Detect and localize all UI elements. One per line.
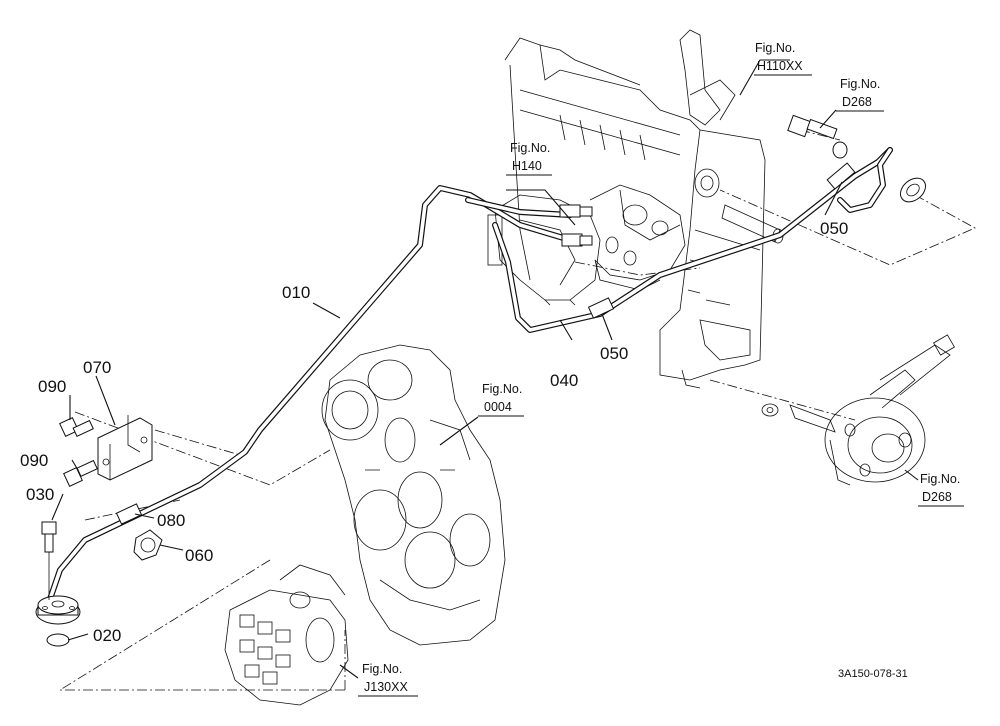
label-part-060: 060 [185,546,213,565]
sleeve-080 [115,503,143,525]
flange-part [35,595,81,625]
bolt-d268 [787,114,848,159]
label-part-030: 030 [26,485,54,504]
label-part-050-lower: 050 [600,344,628,363]
figref-h110xx: Fig.No. H110XX [754,41,812,76]
figref-j130xx-number: J130XX [364,680,408,694]
figref-h110xx-number: H110XX [757,59,803,73]
figref-d268-top-label: Fig.No. [840,77,880,91]
figref-h140-number: H140 [512,159,542,173]
label-part-090-lower: 090 [20,451,48,470]
valve-assembly-sketch [487,184,686,306]
figref-d268-bottom-number: D268 [922,490,952,504]
bolt-090-lower [63,459,98,487]
valve-fittings [559,204,593,247]
pump-assembly-sketch [224,564,349,706]
pipe-return [465,147,893,218]
label-leaders [51,59,919,679]
transmission-housing-sketch [321,344,506,646]
figref-h140-label: Fig.No. [510,141,550,155]
label-part-020: 020 [93,626,121,645]
label-part-090-upper: 090 [38,377,66,396]
figref-d268-top: Fig.No. D268 [836,77,884,112]
bolt-090-upper [59,417,94,437]
figref-j130xx-label: Fig.No. [362,662,402,676]
figref-d268-bottom-label: Fig.No. [920,472,960,486]
label-part-080: 080 [157,511,185,530]
figref-j130xx: Fig.No. J130XX [358,662,418,697]
pipe-010 [45,185,573,608]
label-part-040: 040 [550,371,578,390]
shaft-assembly-sketch [761,334,955,486]
pipe-040 [492,147,893,333]
hose-ends [587,162,927,319]
label-part-070: 070 [83,358,111,377]
figref-0004-number: 0004 [484,400,512,414]
figref-0004: Fig.No. 0004 [478,382,524,417]
figref-h110xx-label: Fig.No. [755,41,795,55]
drawing-code: 3A150-078-31 [838,668,908,680]
figref-d268-bottom: Fig.No. D268 [918,472,964,507]
bracket-070 [97,415,153,481]
frame-assembly-sketch [504,29,784,389]
clamp-060 [133,529,163,561]
label-part-010: 010 [282,283,310,302]
o-ring-020 [46,633,70,647]
figref-h140: Fig.No. H140 [506,141,552,176]
figref-0004-label: Fig.No. [482,382,522,396]
figref-d268-top-number: D268 [842,95,872,109]
label-part-050-upper: 050 [820,219,848,238]
bolt-030 [41,521,57,600]
